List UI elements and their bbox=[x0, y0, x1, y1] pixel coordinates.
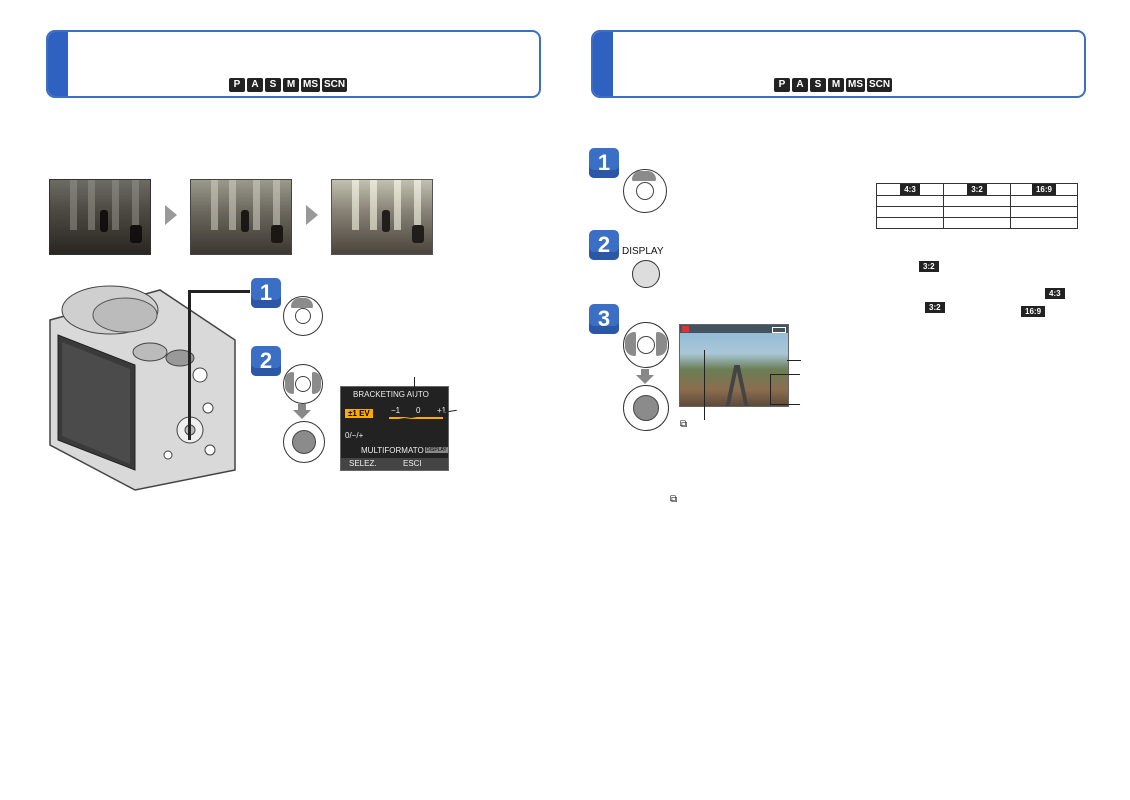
bracket-photo-normal bbox=[190, 179, 292, 255]
step-badge-1: 1 bbox=[589, 148, 619, 178]
pad-center bbox=[295, 308, 311, 324]
rail-track bbox=[735, 365, 749, 406]
mode-scn-icon: SCN bbox=[867, 78, 893, 92]
cursor-pad-left-right[interactable] bbox=[283, 364, 323, 404]
ev-scale-plus: +1 bbox=[437, 406, 447, 415]
display-button[interactable] bbox=[632, 260, 660, 288]
ratio-3-2-chip: 3:2 bbox=[925, 302, 945, 313]
ev-scale-zero: 0 bbox=[416, 406, 421, 415]
step-badge-2: 2 bbox=[589, 230, 619, 260]
table-header-cell: 4:3 bbox=[876, 183, 944, 196]
multiformat-icon: ⧉ bbox=[670, 494, 678, 505]
callout-line bbox=[414, 377, 415, 405]
down-arrow-icon bbox=[636, 375, 654, 384]
mode-a-icon: A bbox=[247, 78, 263, 92]
cursor-pad-left-right[interactable] bbox=[623, 322, 669, 368]
ev-step-box: ±1 EV bbox=[345, 409, 373, 418]
step-badge-2: 2 bbox=[251, 346, 281, 376]
callout-line bbox=[770, 374, 800, 375]
callout-line bbox=[188, 290, 191, 440]
ratio-16-9-chip: 16:9 bbox=[1031, 184, 1056, 195]
callout-line bbox=[770, 374, 771, 404]
ratio-16-9-chip: 16:9 bbox=[1021, 306, 1046, 317]
sequence-label: 0/−/+ bbox=[345, 431, 364, 440]
down-arrow-icon bbox=[298, 404, 306, 410]
ratio-4-3-chip: 4:3 bbox=[900, 184, 920, 195]
left-header-box: P A S M MS SCN bbox=[46, 30, 541, 98]
battery-icon bbox=[772, 327, 786, 333]
screen-top-bar bbox=[680, 325, 788, 333]
table-row bbox=[876, 217, 1078, 229]
right-mode-icons: P A S M MS SCN bbox=[774, 78, 893, 92]
table-header-cell: 3:2 bbox=[943, 183, 1011, 196]
bottom-bar: SELEZ. ESCI bbox=[341, 458, 448, 470]
ratio-3-2-chip: 3:2 bbox=[967, 184, 987, 195]
ratio-3-2-chip: 3:2 bbox=[919, 261, 939, 272]
table-row bbox=[876, 206, 1078, 218]
mode-ms-icon: MS bbox=[301, 78, 320, 92]
mode-p-icon: P bbox=[229, 78, 245, 92]
bracketing-menu-screen: BRACKETING AUTO ±1 EV −1 0 +1 0/−/+ MULT… bbox=[340, 386, 449, 471]
left-mode-icons: P A S M MS SCN bbox=[229, 78, 348, 92]
callout-line bbox=[770, 404, 800, 405]
ratio-4-3-chip: 4:3 bbox=[1045, 288, 1065, 299]
arrow-right-icon bbox=[165, 205, 177, 225]
cursor-pad-center[interactable] bbox=[623, 385, 669, 431]
ev-scale-bar bbox=[389, 417, 443, 419]
callout-line bbox=[787, 360, 801, 361]
live-view-screen bbox=[679, 324, 789, 407]
right-header-box: P A S M MS SCN bbox=[591, 30, 1086, 98]
callout-line bbox=[188, 290, 250, 293]
down-arrow-icon bbox=[641, 369, 649, 375]
mode-ms-icon: MS bbox=[846, 78, 865, 92]
table-row bbox=[876, 195, 1078, 207]
step-badge-1: 1 bbox=[251, 278, 281, 308]
cursor-pad-up[interactable] bbox=[623, 169, 667, 213]
display-button-label: DISPLAY bbox=[622, 246, 664, 257]
ev-scale-minus: −1 bbox=[391, 406, 401, 415]
multiformat-icon: ⧉ bbox=[680, 419, 688, 430]
step-badge-3: 3 bbox=[589, 304, 619, 334]
camera-illustration bbox=[49, 285, 236, 491]
select-label: SELEZ. bbox=[349, 459, 377, 468]
exit-label: ESCI bbox=[403, 459, 422, 468]
arrow-right-icon bbox=[306, 205, 318, 225]
screen-title: BRACKETING AUTO bbox=[353, 390, 429, 399]
cursor-pad-up[interactable] bbox=[283, 296, 323, 336]
mode-a-icon: A bbox=[792, 78, 808, 92]
mode-p-indicator bbox=[682, 326, 689, 332]
bracket-photo-under bbox=[49, 179, 151, 255]
mode-m-icon: M bbox=[828, 78, 844, 92]
down-arrow-icon bbox=[293, 410, 311, 419]
aspect-ratio-table: 4:3 3:2 16:9 bbox=[876, 183, 1078, 229]
mode-m-icon: M bbox=[283, 78, 299, 92]
cursor-pad-center[interactable] bbox=[283, 421, 325, 463]
table-header-cell: 16:9 bbox=[1010, 183, 1078, 196]
pad-center bbox=[295, 376, 311, 392]
mode-s-icon: S bbox=[810, 78, 826, 92]
left-header-tab bbox=[48, 32, 68, 96]
bracket-photo-over bbox=[331, 179, 433, 255]
mode-scn-icon: SCN bbox=[322, 78, 348, 92]
mode-p-icon: P bbox=[774, 78, 790, 92]
pad-center bbox=[636, 182, 654, 200]
pad-center-pressed bbox=[292, 430, 316, 454]
pad-center-pressed bbox=[633, 395, 659, 421]
right-header-tab bbox=[593, 32, 613, 96]
callout-line bbox=[704, 350, 705, 420]
multiformat-label: MULTIFORMATO bbox=[361, 446, 424, 455]
mode-s-icon: S bbox=[265, 78, 281, 92]
table-header-row: 4:3 3:2 16:9 bbox=[876, 183, 1078, 196]
pad-center bbox=[637, 336, 655, 354]
multiformat-display-key: DISPLAY bbox=[425, 447, 448, 453]
